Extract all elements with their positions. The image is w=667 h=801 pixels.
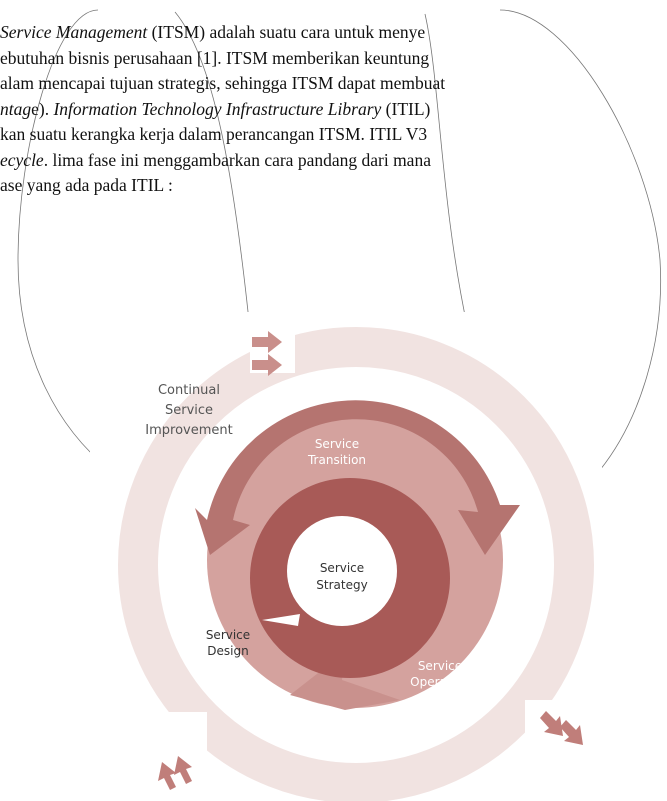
csi-label-line-3: Improvement	[145, 423, 232, 438]
right-connector-curve	[499, 9, 661, 471]
paragraph-line-7: ase yang ada pada ITIL :	[0, 175, 173, 195]
csi-label-line-1: Continual	[158, 383, 220, 398]
strategy-label-line-1: Service	[320, 561, 364, 575]
arrow-top-2	[252, 354, 282, 376]
arrow-right-1	[540, 711, 563, 736]
arrow-bottom-left-2	[174, 756, 192, 784]
middle-ring-bottom-arrow	[290, 652, 400, 710]
term-lifecycle: ecycle	[0, 149, 44, 170]
left-connector-curve	[17, 9, 111, 471]
transition-segment	[195, 400, 520, 555]
arrow-right-2	[560, 720, 583, 745]
csi-label-line-2: Service	[165, 403, 213, 418]
paragraph-line-1: Service Management (ITSM) adalah suatu c…	[0, 22, 426, 42]
transition-label-line-1: Service	[315, 437, 359, 451]
center-left-curve	[174, 11, 253, 351]
operation-label-line-1: Service	[418, 659, 462, 673]
center-right-curve	[424, 13, 469, 331]
paragraph-line-3: alam mencapai tujuan strategis, sehingga…	[0, 73, 446, 93]
paragraph-line-5: kan suatu kerangka kerja dalam perancang…	[0, 124, 428, 144]
transition-label-line-2: Transition	[307, 453, 366, 467]
strategy-label-line-2: Strategy	[316, 578, 367, 592]
term-service-management: Service Management	[0, 22, 148, 42]
arrow-bottom-left-1	[158, 762, 176, 790]
paragraph: Service Management (ITSM) adalah suatu c…	[0, 20, 667, 199]
center-disc	[287, 516, 397, 626]
paragraph-line-2: ebutuhan bisnis perusahaan [1]. ITSM mem…	[0, 47, 430, 68]
paragraph-line-6: ecycle. lima fase ini menggambarkan cara…	[0, 149, 431, 170]
inner-ring-notch	[262, 614, 300, 626]
design-label-line-2: Design	[207, 644, 248, 658]
arrow-top-1	[252, 331, 282, 353]
operation-label-line-2: Operation	[410, 675, 470, 689]
term-itil: Information Technology Infrastructure Li…	[53, 98, 382, 119]
design-label-line-1: Service	[206, 628, 250, 642]
outer-ring	[118, 327, 594, 801]
paragraph-line-4: ntage). Information Technology Infrastru…	[0, 98, 431, 119]
